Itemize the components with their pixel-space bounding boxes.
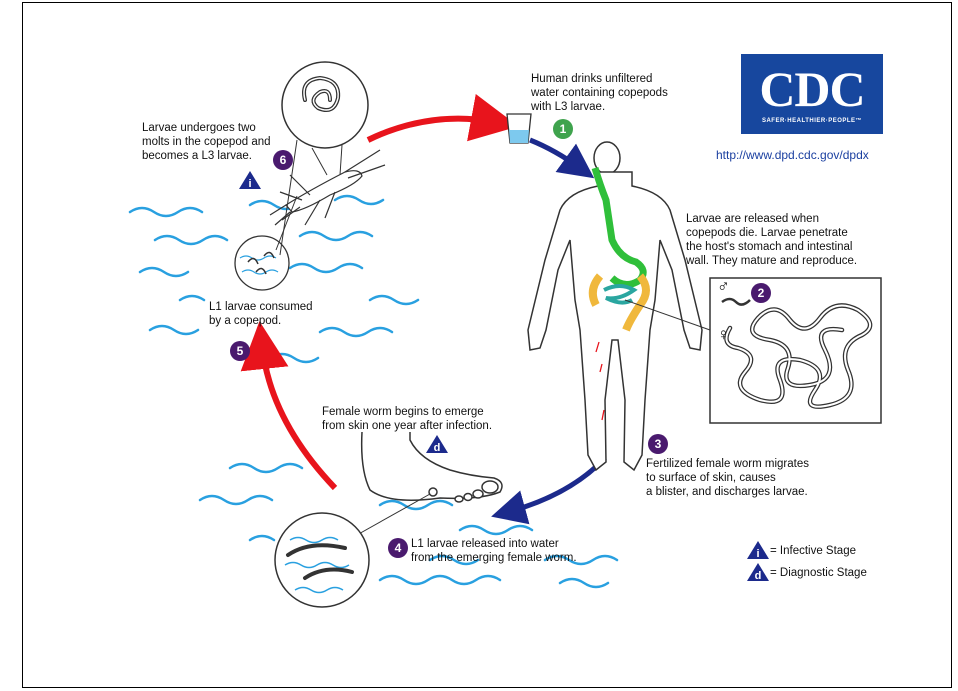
cdc-logo-tagline: SAFER·HEALTHIER·PEOPLE™ xyxy=(741,118,883,124)
legend-diagnostic-letter: d xyxy=(755,570,762,582)
stage-5-text: L1 larvae consumed by a copepod. xyxy=(209,300,313,328)
legend-infective-letter: i xyxy=(756,548,759,560)
larvae-magnifier-top xyxy=(235,236,289,290)
stage-4-badge: 4 xyxy=(388,538,408,558)
arrow-6-to-1 xyxy=(368,119,495,140)
stage-1-badge: 1 xyxy=(553,119,573,139)
stage-2-badge: 2 xyxy=(751,283,771,303)
infective-stage-icon: i xyxy=(238,170,262,190)
diagnostic-stage-icon: d xyxy=(425,434,449,454)
male-symbol: ♂ xyxy=(717,278,730,295)
stage-2-text: Larvae are released when copepods die. L… xyxy=(686,212,857,268)
dpdx-url-link[interactable]: http://www.dpd.cdc.gov/dpdx xyxy=(716,148,869,162)
cdc-logo-wordmark: CDC xyxy=(741,62,883,116)
infective-icon-letter: i xyxy=(248,178,251,190)
female-worm-emerge-text: Female worm begins to emerge from skin o… xyxy=(322,405,492,433)
stage-5-badge: 5 xyxy=(230,341,250,361)
stage-4-text: L1 larvae released into water from the e… xyxy=(411,537,577,565)
water-glass xyxy=(507,114,531,143)
stage-6-text: Larvae undergoes two molts in the copepo… xyxy=(142,121,271,163)
human-figure xyxy=(528,142,702,470)
stage-3-text: Fertilized female worm migrates to surfa… xyxy=(646,457,809,499)
stage-3-badge: 3 xyxy=(648,434,668,454)
legend-diagnostic-label: = Diagnostic Stage xyxy=(770,566,867,580)
female-symbol: ♀ xyxy=(717,326,730,343)
arrow-1-to-2 xyxy=(530,140,580,168)
arrow-3-to-4 xyxy=(508,458,605,512)
stage-6-badge: 6 xyxy=(273,150,293,170)
diagnostic-icon-letter: d xyxy=(434,442,441,454)
adult-worms-box xyxy=(710,278,881,423)
cdc-logo: CDC SAFER·HEALTHIER·PEOPLE™ xyxy=(741,54,883,134)
legend-diagnostic-icon: d xyxy=(746,562,770,582)
legend-infective-label: = Infective Stage xyxy=(770,544,856,558)
l3-larva-magnifier xyxy=(282,62,368,148)
legend-infective-icon: i xyxy=(746,540,770,560)
stage-1-text: Human drinks unfiltered water containing… xyxy=(531,72,668,114)
